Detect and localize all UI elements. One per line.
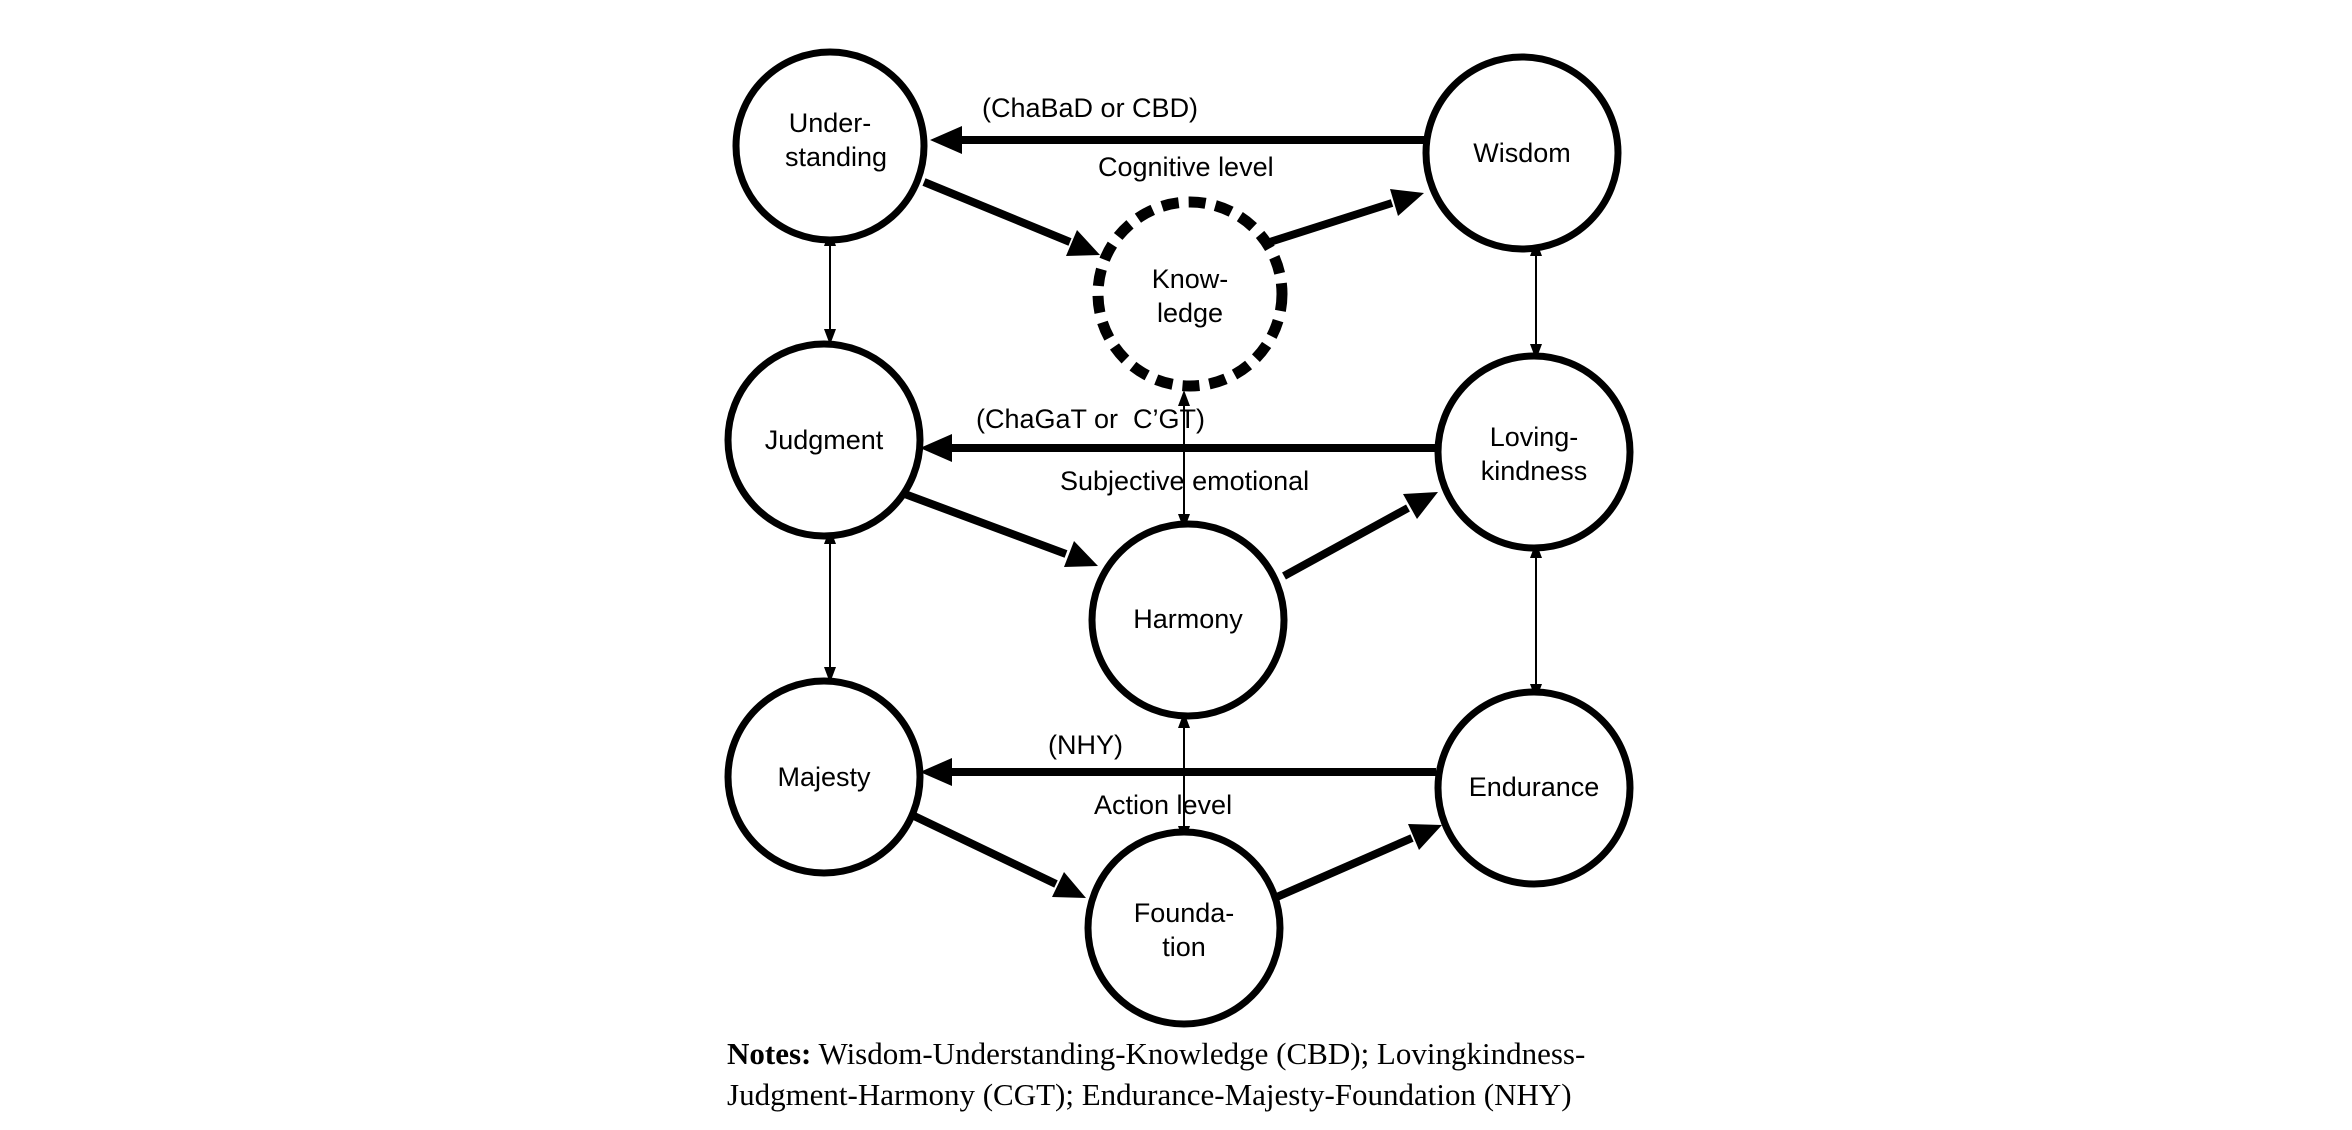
notes-label: Notes: [727,1036,812,1071]
arrow-wisdom-to-understanding-head [930,126,962,154]
node-lovingkindness: Loving- kindness [1434,352,1634,552]
arrow-majesty-to-foundation [910,811,1058,888]
node-knowledge: Know- ledge [1092,196,1288,392]
node-foundation-label-2: tion [1162,932,1206,962]
node-knowledge-label-1: Know- [1152,264,1229,294]
node-judgment-label: Judgment [765,425,884,455]
node-wisdom-label: Wisdom [1473,138,1571,168]
connector-harmony-foundation-head-top [1178,712,1190,728]
node-endurance-circle [1434,688,1634,888]
arrow-harmony-to-lovingkindness-head [1403,492,1438,519]
arrow-foundation-to-endurance [1268,834,1414,904]
arrow-knowledge-to-wisdom [1268,199,1394,246]
node-harmony-circle [1088,520,1288,720]
node-wisdom-circle [1422,53,1622,253]
node-majesty: Majesty [724,677,924,877]
node-lovingkindness-circle [1434,352,1634,552]
node-endurance: Endurance [1434,688,1634,888]
node-knowledge-label-2: ledge [1157,298,1223,328]
arrow-harmony-to-lovingkindness [1282,504,1410,580]
level-labels: (ChaBaD or CBD) Cognitive level (ChaGaT … [976,93,1309,820]
node-understanding-label-1: Under- [789,108,872,138]
node-lovingkindness-label-1: Loving- [1490,422,1579,452]
node-harmony: Harmony [1088,520,1288,720]
emotional-level-name: Subjective emotional [1060,466,1309,496]
node-lovingkindness-label-2: kindness [1481,456,1588,486]
node-foundation: Founda- tion [1084,828,1284,1028]
node-endurance-label: Endurance [1469,772,1600,802]
node-judgment: Judgment [724,340,924,540]
arrow-understanding-to-knowledge-head [1066,230,1100,256]
node-understanding-circle [732,48,928,244]
connector-understanding-judgment-head-bottom [824,329,836,345]
node-understanding-label-2: standing [785,142,887,172]
node-foundation-circle [1084,828,1284,1028]
arrow-judgment-to-harmony-head [1064,541,1098,567]
arrow-lovingkindness-to-judgment-head [920,434,952,462]
emotional-level-acronym: (ChaGaT or C’GT) [976,404,1205,434]
node-harmony-label: Harmony [1133,604,1243,634]
diagonal-arrows [892,178,1442,904]
action-level-acronym: (NHY) [1048,730,1123,760]
node-judgment-circle [724,340,924,540]
horizontal-arrows [920,126,1436,786]
node-majesty-label: Majesty [777,762,871,792]
cognitive-level-name: Cognitive level [1098,152,1274,182]
arrow-endurance-to-majesty-head [920,758,952,786]
node-understanding: Under- standing [732,48,928,244]
node-majesty-circle [724,677,924,877]
node-foundation-label-1: Founda- [1134,898,1235,928]
node-knowledge-circle [1092,196,1288,392]
arrow-majesty-to-foundation-head [1052,872,1086,898]
action-level-name: Action level [1094,790,1232,820]
connector-wisdom-lovingkindness-head-bottom [1530,344,1542,360]
arrow-judgment-to-harmony [892,486,1068,558]
arrow-foundation-to-endurance-head [1408,824,1442,850]
notes-line-2: Judgment-Harmony (CGT); Endurance-Majest… [727,1077,1572,1112]
connector-knowledge-harmony-head-top [1178,390,1190,406]
notes-line-1: Wisdom-Understanding-Knowledge (CBD); Lo… [811,1036,1586,1071]
connector-judgment-majesty-head-bottom [824,667,836,683]
arrow-understanding-to-knowledge [922,178,1072,246]
diagram-notes: Notes: Wisdom-Understanding-Knowledge (C… [727,1033,1627,1115]
arrow-knowledge-to-wisdom-head [1390,189,1424,216]
node-wisdom: Wisdom [1422,53,1622,253]
cognitive-level-acronym: (ChaBaD or CBD) [982,93,1198,123]
